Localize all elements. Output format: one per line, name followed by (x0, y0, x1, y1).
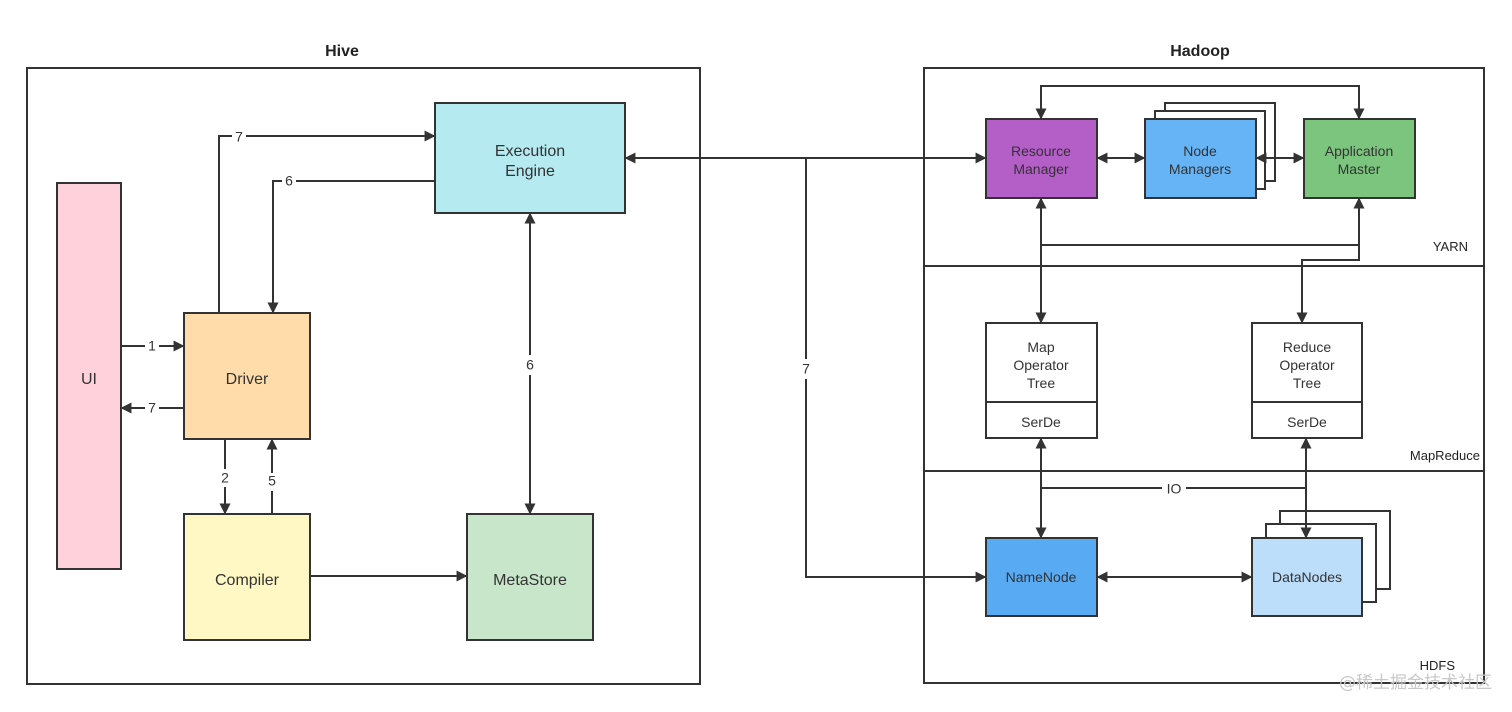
mapreduce-label: MapReduce (1410, 448, 1480, 463)
node-managers-node: Node Managers (1144, 118, 1257, 199)
arrow-io-to-datanodes (1041, 487, 1312, 539)
edge-label-driver-to-ui: 7 (148, 400, 156, 416)
edge-label-driver-to-engine: 7 (235, 129, 243, 145)
map-tree-label-line3: Tree (1027, 375, 1055, 391)
node-managers-label-line2: Managers (1169, 161, 1231, 177)
arrow-am-to-reduce (1296, 245, 1360, 324)
arrow-engine-namenode (805, 158, 987, 583)
execution-engine-node: Execution Engine (434, 102, 626, 214)
yarn-label: YARN (1433, 239, 1468, 254)
reduce-operator-tree-node: Reduce Operator Tree SerDe (1251, 322, 1363, 439)
metastore-label: MetaStore (493, 572, 567, 589)
datanodes-label: DataNodes (1272, 569, 1342, 585)
execution-engine-label-line2: Engine (505, 163, 555, 180)
ui-node: UI (56, 182, 122, 570)
namenode-node: NameNode (985, 537, 1098, 617)
hive-title: Hive (325, 43, 359, 60)
hdfs-label: HDFS (1420, 658, 1456, 673)
hadoop-frame (923, 67, 1485, 684)
datanodes-node: DataNodes (1251, 537, 1363, 617)
ui-label: UI (81, 371, 97, 388)
map-serde-label: SerDe (1021, 414, 1061, 430)
arrow-rm-am-top (1035, 85, 1365, 120)
edge-label-engine-to-driver: 6 (285, 173, 293, 189)
edge-label-engine-metastore: 6 (526, 357, 534, 373)
edge-label-io: IO (1167, 481, 1182, 497)
namenode-label: NameNode (1006, 569, 1077, 585)
compiler-node: Compiler (183, 513, 311, 641)
edge-label-driver-to-compiler: 2 (221, 470, 229, 486)
driver-label: Driver (226, 371, 269, 388)
hadoop-title: Hadoop (1170, 43, 1230, 60)
application-master-label-line2: Master (1338, 161, 1381, 177)
reduce-tree-label-line3: Tree (1293, 375, 1321, 391)
arrow-driver-to-engine (218, 130, 436, 313)
map-tree-label-line1: Map (1027, 339, 1054, 355)
line-rm-am-bottom (1035, 197, 1359, 246)
application-master-label-line1: Application (1325, 143, 1394, 159)
metastore-node: MetaStore (466, 513, 594, 641)
application-master-node: Application Master (1303, 118, 1416, 199)
watermark: @稀土掘金技术社区 (1339, 673, 1492, 693)
hive-frame (26, 67, 701, 685)
map-operator-tree-node: Map Operator Tree SerDe (985, 322, 1098, 439)
map-tree-label-line2: Operator (1013, 357, 1069, 373)
resource-manager-node: Resource Manager (985, 118, 1098, 199)
edge-label-ui-to-driver: 1 (148, 338, 156, 354)
resource-manager-label-line1: Resource (1011, 143, 1071, 159)
arrow-engine-to-driver (267, 180, 435, 314)
edge-label-compiler-to-driver: 5 (268, 473, 276, 489)
driver-node: Driver (183, 312, 311, 440)
node-managers-label-line1: Node (1183, 143, 1217, 159)
reduce-serde-label: SerDe (1287, 414, 1327, 430)
compiler-label: Compiler (215, 572, 280, 589)
reduce-tree-label-line1: Reduce (1283, 339, 1331, 355)
execution-engine-label-line1: Execution (495, 143, 565, 160)
edge-label-engine-hadoop: 7 (802, 361, 810, 377)
reduce-tree-label-line2: Operator (1279, 357, 1335, 373)
resource-manager-label-line2: Manager (1013, 161, 1069, 177)
